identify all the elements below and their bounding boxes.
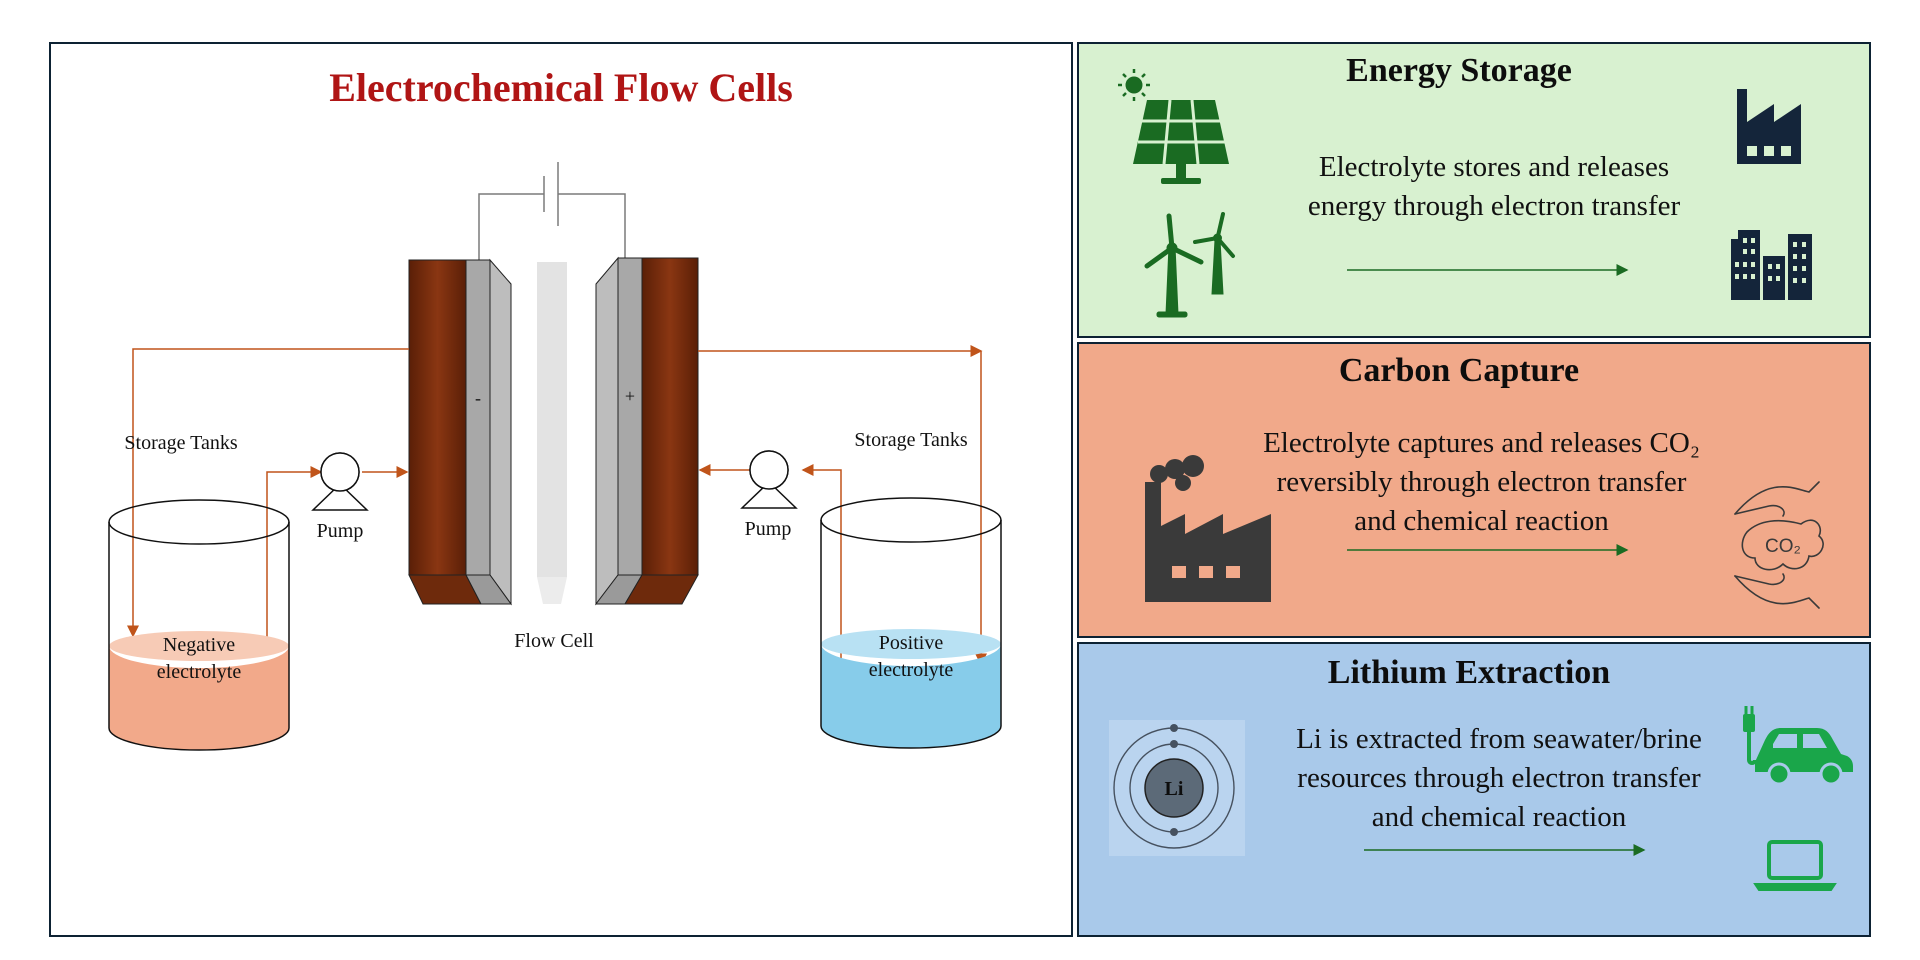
positive-storage-tank	[820, 497, 1002, 749]
negative-flow-pipes	[127, 348, 409, 639]
energy-storage-panel: Energy Storage Electrolyte stores and re…	[1077, 42, 1871, 338]
city-buildings-icon	[1731, 230, 1812, 300]
left-pump-icon	[311, 452, 369, 511]
carbon-capture-graphics: CO₂	[1145, 455, 1824, 609]
sun-icon	[1118, 69, 1150, 101]
carbon-capture-title: Carbon Capture	[1338, 352, 1580, 389]
negative-storage-tank	[108, 499, 290, 751]
positive-electrode	[594, 256, 699, 606]
smoking-factory-icon	[1145, 455, 1271, 602]
carbon-capture-description: Electrolyte captures and releases CO₂ re…	[1263, 427, 1700, 537]
lithium-atom-label: Li	[1165, 778, 1184, 800]
battery-icon	[478, 162, 626, 264]
lithium-extraction-panel: Lithium Extraction Li is extracted from …	[1077, 642, 1871, 937]
negative-electrode	[408, 258, 512, 606]
flow-cell-title: Electrochemical Flow Cells	[329, 65, 793, 110]
co2-hands-icon	[1734, 481, 1824, 609]
minus-sign-label: -	[475, 388, 481, 408]
pump-left-label: Pump	[316, 520, 364, 542]
flow-cell-panel: Electrochemical Flow Cells	[49, 42, 1073, 937]
laptop-icon	[1753, 840, 1837, 891]
carbon-capture-panel: Carbon Capture Electrolyte captures and …	[1077, 342, 1871, 638]
energy-storage-graphics	[1118, 69, 1812, 318]
lithium-extraction-description: Li is extracted from seawater/brine reso…	[1296, 723, 1702, 833]
energy-storage-title: Energy Storage	[1346, 52, 1572, 89]
lithium-extraction-graphics: Li	[1109, 706, 1853, 891]
plus-sign-label: +	[624, 386, 636, 406]
solar-panel-icon	[1133, 99, 1229, 184]
factory-icon	[1737, 89, 1801, 164]
negative-electrolyte-label: Negative electrolyte	[156, 634, 242, 683]
flow-cell-diagram	[108, 162, 1002, 751]
membrane	[537, 262, 567, 604]
lithium-extraction-title: Lithium Extraction	[1327, 654, 1611, 691]
right-pump-icon	[740, 450, 798, 509]
positive-electrolyte-label: Positive electrolyte	[868, 632, 954, 681]
energy-storage-description: Electrolyte stores and releases energy t…	[1307, 151, 1681, 222]
storage-tanks-right-label: Storage Tanks	[854, 429, 968, 451]
flow-cell-label: Flow Cell	[514, 630, 594, 652]
positive-flow-pipes	[698, 345, 987, 666]
storage-tanks-left-label: Storage Tanks	[124, 432, 238, 454]
wind-turbine-icon	[1144, 212, 1235, 318]
pump-right-label: Pump	[744, 518, 792, 540]
co2-hands-label: CO₂	[1765, 536, 1801, 557]
lithium-atom-icon	[1109, 720, 1245, 856]
electric-car-icon	[1743, 706, 1853, 786]
